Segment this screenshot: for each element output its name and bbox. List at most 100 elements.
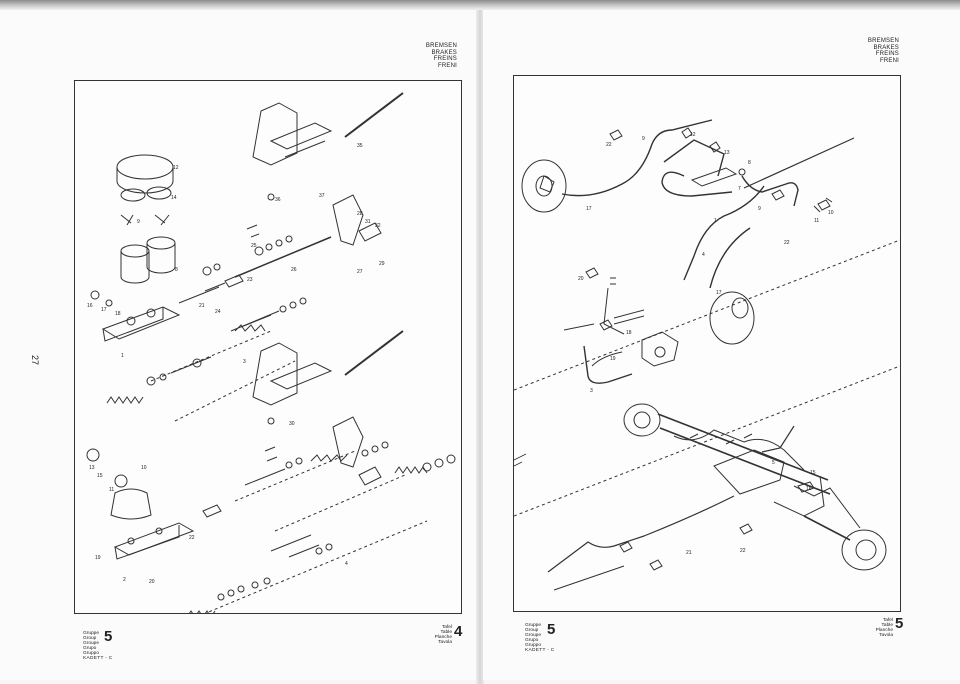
differential [713,449,785,495]
table-number: 4 [454,623,463,640]
table-label: Planche [434,634,452,640]
callout: 32 [375,223,381,229]
group-block-right: Gruppe Group Groupe Grupo Gruppo KADETT … [525,622,555,653]
callout: 30 [289,421,295,427]
callout: 12 [173,165,179,171]
title-line: FREINS [875,51,899,58]
title-line: FREINS [433,56,457,63]
right-page: BREMSEN BRAKES FREINS FRENI [482,10,960,680]
callout: 5 [772,460,775,466]
group-label: Grupo [525,637,539,643]
group-label: Group [83,635,97,641]
callout: 7 [738,186,741,192]
scan-edge [0,0,960,10]
callout: 3 [590,388,593,394]
callout: 11 [109,487,114,493]
title-line: FRENI [438,62,457,69]
group-block-left: Gruppe Group Groupe Grupo Gruppo KADETT … [83,628,113,661]
brake-caliper [641,331,679,367]
callout: 15 [810,470,816,476]
callout: 13 [89,465,95,471]
callout: 1 [121,353,124,359]
callout: 3 [243,359,246,365]
reservoir-cap-round [86,448,100,462]
callout: 31 [365,219,371,225]
callout: 22 [740,548,746,554]
title-line: BRAKES [431,49,457,56]
group-label: Group [525,627,539,633]
rear-brake-drum-left [623,403,661,437]
callout: 26 [291,267,297,273]
group-label: Groupe [83,640,99,646]
callout: 24 [215,309,221,315]
callout: 2 [123,577,126,583]
master-cylinder-diagram: 12 14 9 8 16 17 18 1 21 24 23 25 26 36 3… [86,92,456,613]
callout: 17 [586,206,592,212]
table-label: Tafel [441,625,452,630]
fluid-reservoir [110,488,152,520]
callout: 1 [714,218,717,224]
callout: 9 [642,136,645,142]
front-brake-line [561,119,713,197]
callout: 4 [702,252,705,258]
page-number: 27 [30,355,40,366]
table-label: Tavola [438,639,452,645]
callout: 19 [610,356,616,362]
callout: 27 [357,269,363,275]
model-name: KADETT - C [83,655,113,661]
callout: 10 [141,465,147,471]
group-label: Groupe [525,632,541,638]
front-brake-disc-right [709,291,755,345]
callout: 12 [690,132,696,138]
rear-brake-drum-right [841,529,887,571]
callout: 16 [87,303,93,309]
callout: 37 [319,193,325,199]
callout: 25 [251,243,257,249]
title-line: FRENI [880,57,899,64]
table-block-right: Tafel Table Planche Tavola 5 [843,616,904,639]
callout: 10 [828,210,834,216]
section-title-left: BREMSEN BRAKES FREINS FRENI [390,43,457,69]
callout: 20 [578,276,584,282]
reservoir-cap [116,154,174,180]
callout: 17 [716,290,722,296]
callout: 9 [758,206,761,212]
callout: 20 [149,579,155,585]
brake-rod [743,137,855,189]
callout: 4 [345,561,348,567]
table-label: Table [440,629,452,635]
left-page: BREMSEN BRAKES FREINS FRENI 27 [0,10,478,680]
callout: 22 [189,535,195,541]
callout: 18 [115,311,121,317]
rear-axle [657,413,829,481]
callout: 15 [97,473,103,479]
model-name: KADETT - C [525,647,555,653]
callout: 21 [686,550,692,556]
group-label: Gruppe [525,623,541,628]
master-cylinder [690,167,738,187]
right-diagram-frame: 22 9 12 13 8 17 7 9 1 11 10 22 4 17 20 1… [513,75,901,612]
callout: 13 [724,150,730,156]
table-label: Table [881,622,893,628]
book-gutter [476,10,484,684]
callout: 17 [101,307,107,313]
pedal-bracket [252,102,298,166]
callout: 9 [137,219,140,225]
callout: 8 [175,267,178,273]
master-cylinder-body [101,306,181,340]
reservoir [120,251,150,284]
table-label: Tavola [879,632,893,638]
callout: 21 [199,303,205,309]
callout: 8 [748,160,751,166]
group-number: 5 [104,628,113,645]
table-number: 5 [895,615,904,632]
title-line: BRAKES [873,44,899,51]
callout: 11 [814,218,819,224]
group-label: Gruppo [83,650,99,656]
group-label: Gruppe [83,631,99,636]
front-brake-disc [521,159,567,213]
group-label: Grupo [83,645,97,651]
table-label: Planche [875,627,893,633]
title-line: BREMSEN [425,43,457,49]
callout: 18 [626,330,632,336]
